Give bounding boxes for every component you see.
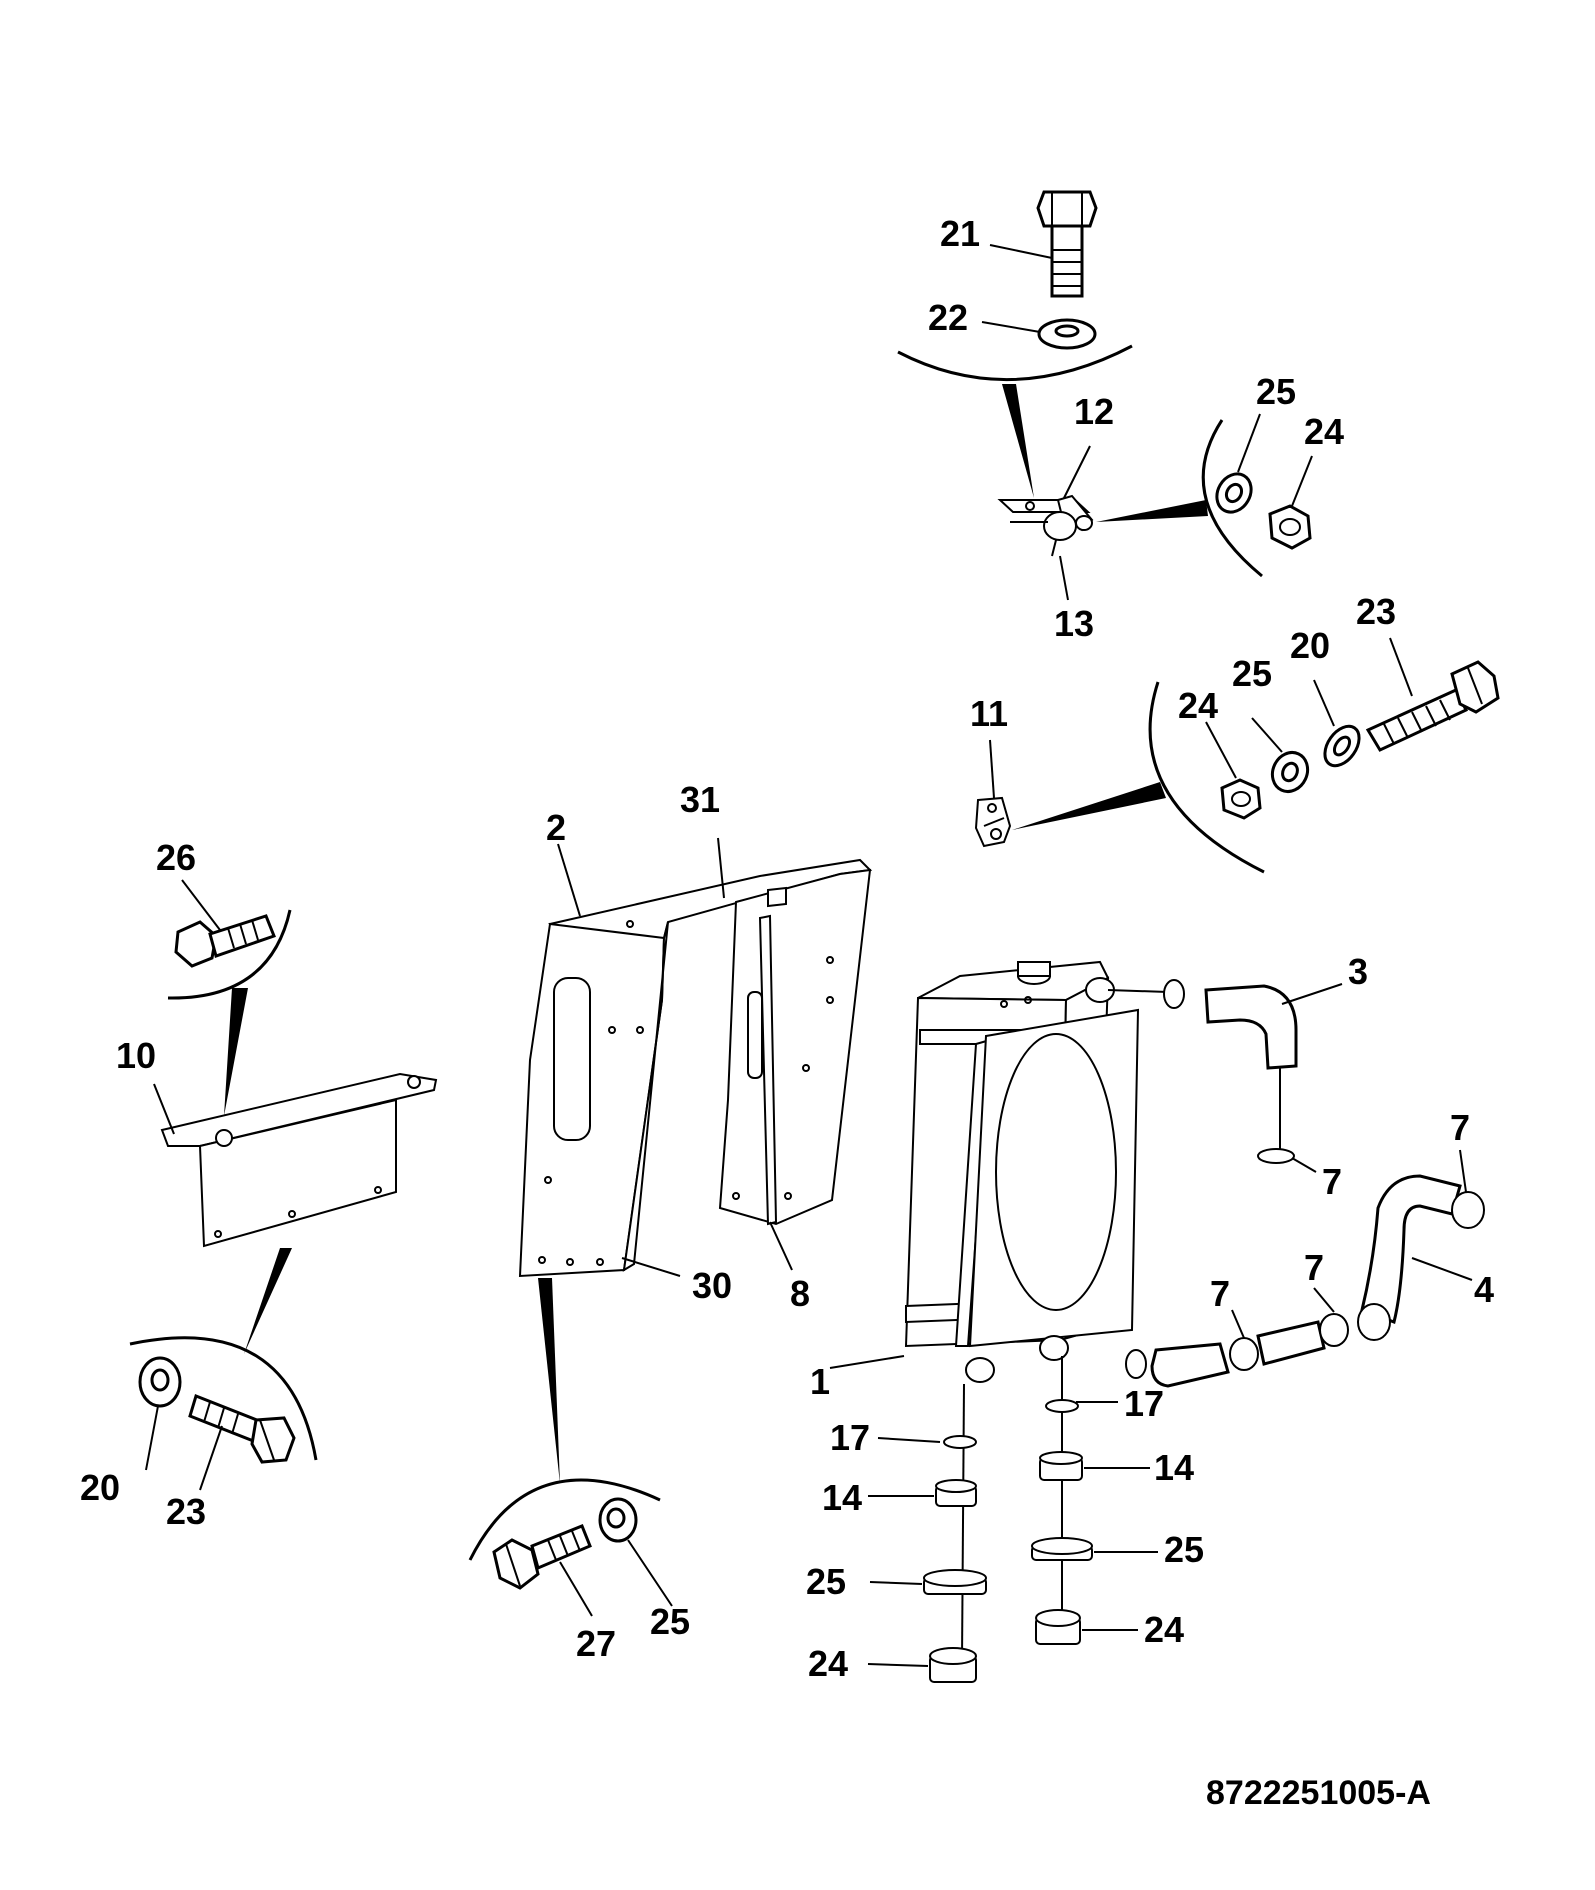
detail-pointer-26 <box>224 988 248 1116</box>
callout-13: 13 <box>1054 603 1094 644</box>
rubber-mount-14-left <box>935 1479 977 1507</box>
detail-pointer-11 <box>1012 782 1166 830</box>
bracket-11 <box>974 796 1012 848</box>
bolt-27 <box>492 1524 592 1590</box>
detail-pointer-top <box>1002 384 1034 498</box>
bolt-23-left <box>188 1394 296 1464</box>
callout-1: 1 <box>810 1361 830 1402</box>
hose-3 <box>1163 979 1298 1164</box>
callout-2: 2 <box>546 807 566 848</box>
callout-3: 3 <box>1348 951 1368 992</box>
leader-lines <box>145 244 1473 1667</box>
washer-20-mid <box>1323 724 1361 768</box>
nut-24-top <box>1268 504 1312 550</box>
callout-25: 25 <box>1256 371 1296 412</box>
rubber-mount-14-right <box>1039 1451 1083 1481</box>
radiator-1 <box>904 960 1169 1383</box>
callout-7: 7 <box>1304 1247 1324 1288</box>
washer-25-top <box>1215 472 1253 514</box>
callout-23: 23 <box>166 1491 206 1532</box>
callout-17: 17 <box>1124 1383 1164 1424</box>
callout-24: 24 <box>1178 685 1218 726</box>
bolt-26 <box>174 914 276 968</box>
callout-25: 25 <box>806 1561 846 1602</box>
drawing-reference: 8722251005-A <box>1206 1774 1431 1812</box>
callout-25: 25 <box>1164 1529 1204 1570</box>
callout-20: 20 <box>1290 625 1330 666</box>
washer-22 <box>1037 318 1097 350</box>
detail-arc-top <box>897 344 1133 381</box>
callout-26: 26 <box>156 837 196 878</box>
callout-14: 14 <box>1154 1447 1194 1488</box>
callout-8: 8 <box>790 1273 810 1314</box>
callout-25: 25 <box>1232 653 1272 694</box>
callout-20: 20 <box>80 1467 120 1508</box>
callout-23: 23 <box>1356 591 1396 632</box>
callout-30: 30 <box>692 1265 732 1306</box>
callout-4: 4 <box>1474 1269 1494 1310</box>
callout-24: 24 <box>808 1643 848 1684</box>
callout-7: 7 <box>1210 1273 1230 1314</box>
callout-21: 21 <box>940 213 980 254</box>
detail-pointer-12-right <box>1096 500 1208 522</box>
rubber-mount-13 <box>1051 539 1057 557</box>
callout-14: 14 <box>822 1477 862 1518</box>
callout-24: 24 <box>1144 1609 1184 1650</box>
nut-24-right <box>1035 1609 1081 1645</box>
detail-arc-10-bottom <box>129 1336 318 1461</box>
nut-24-mid <box>1220 778 1262 820</box>
detail-pointer-10 <box>244 1248 292 1354</box>
fan-shroud-2 <box>518 858 873 1278</box>
spacer-25-right <box>1031 1537 1093 1561</box>
washer-25-mid <box>1270 751 1310 793</box>
mount-stack-right <box>1031 1356 1093 1645</box>
callout-7: 7 <box>1450 1107 1470 1148</box>
spacer-25-left <box>923 1569 987 1595</box>
detail-arc-11 <box>1148 681 1265 874</box>
washer-20-left <box>138 1356 182 1408</box>
detail-arc-shroud <box>468 1478 661 1561</box>
detail-pointer-shroud <box>538 1278 560 1484</box>
mount-stack-left <box>923 1383 987 1683</box>
callout-numbers: 21 22 12 25 24 13 11 24 25 20 23 26 10 2… <box>80 213 1494 1684</box>
callout-7: 7 <box>1322 1161 1342 1202</box>
washer-25-left <box>598 1497 638 1543</box>
callout-24: 24 <box>1304 411 1344 452</box>
nut-24-left <box>929 1647 977 1683</box>
detail-arc-12-right <box>1201 419 1263 578</box>
callout-17: 17 <box>830 1417 870 1458</box>
bracket-12 <box>997 494 1094 541</box>
bracket-10 <box>160 1072 438 1248</box>
bolt-23-mid <box>1365 660 1500 752</box>
callout-27: 27 <box>576 1623 616 1664</box>
detail-arc-26 <box>167 909 292 1000</box>
callout-25: 25 <box>650 1601 690 1642</box>
bolt-21 <box>1036 190 1098 298</box>
hose-4 <box>1125 1174 1485 1388</box>
callout-31: 31 <box>680 779 720 820</box>
callout-11: 11 <box>970 693 1008 734</box>
callout-10: 10 <box>116 1035 156 1076</box>
callout-22: 22 <box>928 297 968 338</box>
callout-12: 12 <box>1074 391 1114 432</box>
